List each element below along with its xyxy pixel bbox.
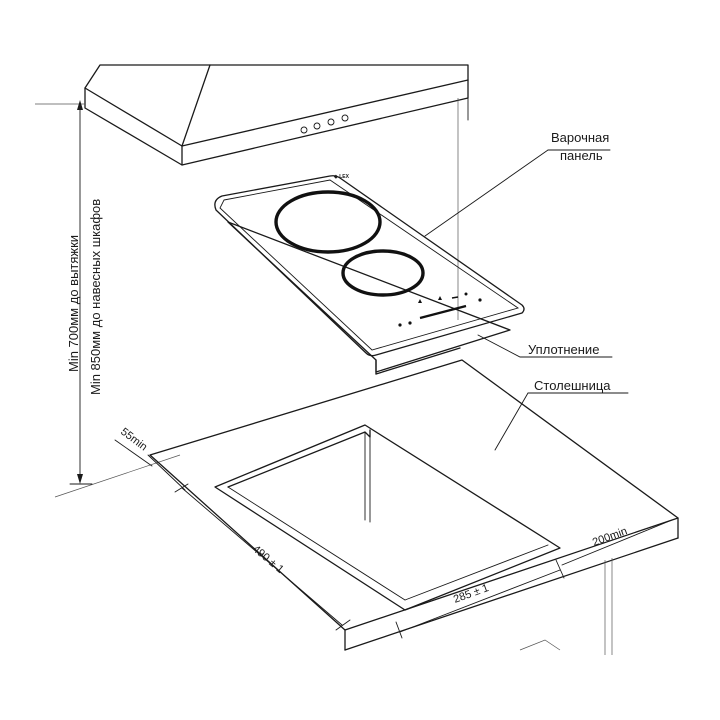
- callout-countertop: Столешница: [494, 378, 629, 451]
- dim-side-gap: 55min: [114, 426, 186, 491]
- range-hood: [84, 64, 469, 166]
- hood-knob-3: [327, 118, 335, 126]
- countertop-cutout: [214, 424, 561, 611]
- callout-seal: Уплотнение: [477, 334, 613, 358]
- hob-logo: ◆ LEX: [333, 174, 350, 180]
- min-850-label: Min 850мм до навесных шкафов: [88, 199, 103, 395]
- hob-seal: [227, 221, 511, 375]
- hob: ◆ LEX: [214, 174, 525, 357]
- dim-width-text: 285 ± 1: [452, 582, 491, 606]
- hood-knob-1: [300, 126, 308, 134]
- hood-knob-4: [341, 114, 349, 122]
- seal-label: Уплотнение: [528, 342, 599, 357]
- hob-label-line2: панель: [560, 148, 603, 163]
- touch-controls: [398, 292, 482, 327]
- height-dimension: Min 700мм до вытяжки Min 850мм до навесн…: [66, 100, 103, 485]
- burner-large: [274, 190, 382, 254]
- callout-hob: Варочная панель: [424, 130, 611, 237]
- hob-label-line1: Варочная: [551, 130, 609, 145]
- min-700-label: Min 700мм до вытяжки: [66, 235, 81, 372]
- countertop: [149, 359, 679, 655]
- burner-small: [341, 249, 425, 297]
- hood-knob-2: [313, 122, 321, 130]
- countertop-label: Столешница: [534, 378, 611, 393]
- dim-width: 285 ± 1: [395, 559, 565, 639]
- dim-depth-text: 490 ± 1: [250, 543, 286, 576]
- dim-side-gap-text: 55min: [118, 426, 149, 454]
